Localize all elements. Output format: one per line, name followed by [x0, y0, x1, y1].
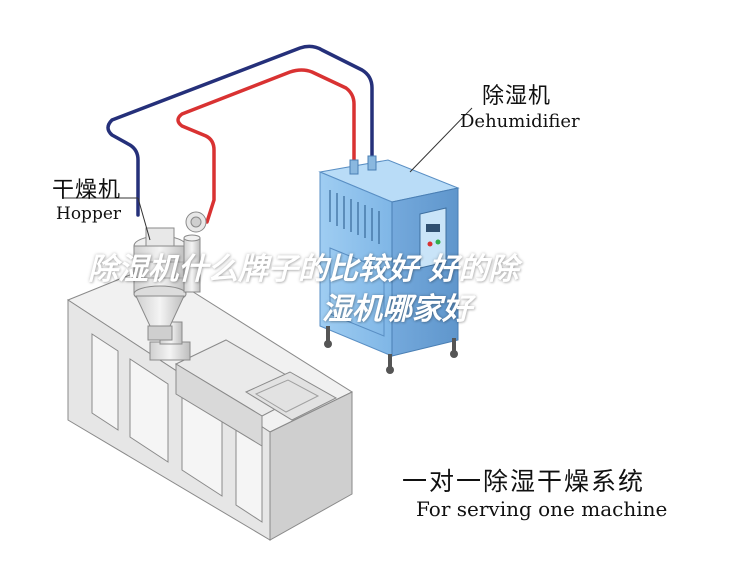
dehumidifier-label-cn: 除湿机	[482, 84, 552, 109]
headline-line-1: 除湿机什么牌子的比较好 好的除	[88, 252, 519, 287]
dry-air-pipe	[176, 68, 356, 224]
dehumidifier-label-en: Dehumidifier	[460, 111, 580, 132]
dehumidifier-grille	[329, 190, 380, 244]
headline-line-2: 湿机哪家好	[322, 292, 472, 327]
dehumidifier-leader-line	[409, 107, 473, 173]
hopper-label-en: Hopper	[56, 204, 122, 224]
hopper-dryer	[133, 211, 207, 341]
hopper-leader-pointer	[137, 197, 151, 241]
hopper-label-cn: 干燥机	[52, 178, 122, 203]
return-air-pipe	[106, 44, 374, 217]
molding-machine	[66, 265, 354, 541]
system-caption-en: For serving one machine	[416, 497, 668, 521]
dehumidifier-unit	[318, 155, 460, 374]
system-caption-cn: 一对一除湿干燥系统	[402, 467, 646, 496]
